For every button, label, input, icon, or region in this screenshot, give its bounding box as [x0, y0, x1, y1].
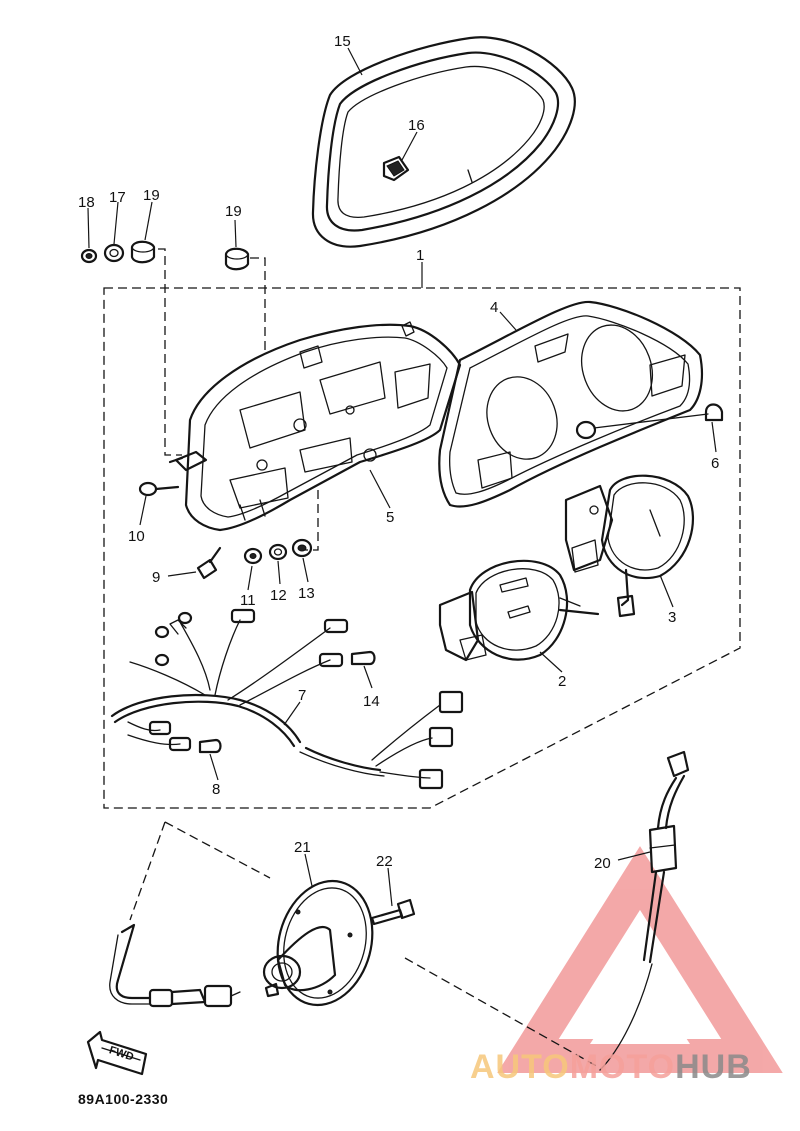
callout-20: 20: [594, 855, 611, 872]
callout-17: 17: [109, 189, 126, 206]
callout-9: 9: [152, 569, 160, 586]
callout-leaders: [87, 47, 717, 907]
callout-12: 12: [270, 587, 287, 604]
callout-labels: 15 16 18 17 19 19 1 4 6 5 10 9 11 12 13 …: [78, 33, 719, 1107]
svg-text:AUTOMOTOHUB: AUTOMOTOHUB: [470, 1048, 752, 1086]
bulb-part-6: [704, 403, 724, 422]
fwd-label: FWD: [108, 1044, 136, 1063]
callout-15: 15: [334, 33, 351, 50]
callout-16: 16: [408, 117, 425, 134]
grommet-part-19b: [224, 247, 250, 271]
meter-case-part-5: [184, 321, 462, 532]
callout-11: 11: [240, 592, 256, 609]
callout-8: 8: [212, 781, 220, 798]
watermark-hub: HUB: [675, 1048, 752, 1086]
callout-2: 2: [558, 673, 566, 690]
drawing-code: 89A100-2330: [78, 1091, 168, 1107]
callout-1: 1: [416, 247, 424, 264]
callout-14: 14: [363, 693, 380, 710]
grommet-part-19a: [130, 240, 156, 264]
grommet-part-13: [291, 538, 313, 558]
nut-part-18: [80, 248, 98, 264]
screw-left-upper: [168, 450, 208, 472]
watermark-auto: AUTO: [470, 1048, 570, 1086]
wire-harness-part-7: [110, 608, 464, 790]
callout-7: 7: [298, 687, 306, 704]
callout-19b: 19: [225, 203, 242, 220]
cover-clip-part-16: [382, 155, 410, 182]
speedometer-part-2: [438, 559, 600, 662]
callout-6: 6: [711, 455, 719, 472]
speedometer-cable-part-20: [599, 750, 690, 1071]
callout-4: 4: [490, 299, 498, 316]
callout-3: 3: [668, 609, 676, 626]
callout-22: 22: [376, 853, 393, 870]
bulb-part-14: [350, 650, 376, 666]
callout-21: 21: [294, 839, 311, 856]
callout-19a: 19: [143, 187, 160, 204]
callout-18: 18: [78, 194, 95, 211]
watermark-moto: MOTO: [570, 1048, 675, 1086]
bolt-part-22: [370, 898, 416, 926]
gear-unit-part-21: [262, 879, 374, 1007]
washer-part-17: [103, 243, 125, 263]
meter-cover-part-15: [311, 36, 576, 248]
watermark-logo: [497, 846, 783, 1073]
washer-part-12: [268, 543, 288, 561]
nut-part-11: [243, 547, 263, 565]
bulb-part-8: [198, 738, 222, 754]
meter-panel-part-4: [438, 300, 709, 508]
tachometer-part-3: [564, 474, 695, 618]
callout-5: 5: [386, 509, 394, 526]
callout-13: 13: [298, 585, 315, 602]
screw-part-10: [138, 481, 180, 497]
screw-part-9: [196, 546, 222, 580]
callout-10: 10: [128, 528, 145, 545]
assembly-boundary-part-1: [103, 262, 741, 809]
watermark-text: AUTOMOTOHUB: [470, 1048, 752, 1086]
speedometer-cable-lower: [109, 923, 241, 1008]
fwd-arrow-icon: [86, 1030, 148, 1076]
